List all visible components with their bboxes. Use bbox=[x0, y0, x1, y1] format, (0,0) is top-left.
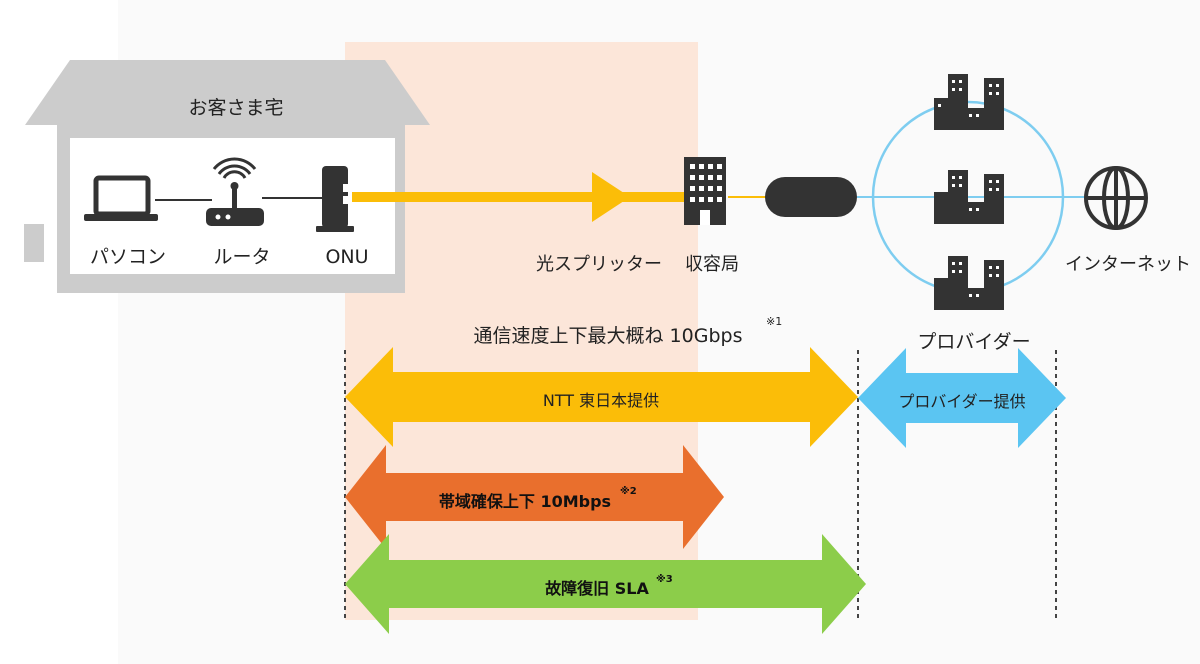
pc-label: パソコン bbox=[90, 246, 166, 268]
provider-arrow-label: プロバイダー提供 bbox=[898, 392, 1025, 411]
fiber-line bbox=[352, 192, 697, 202]
fiber-arrowhead bbox=[592, 172, 630, 222]
sla-arrow-label: 故障復旧 SLA bbox=[545, 579, 649, 598]
router-label: ルータ bbox=[213, 246, 270, 268]
house-side-block bbox=[24, 224, 44, 262]
provider-arrow bbox=[858, 348, 1066, 448]
internet-label: インターネット bbox=[1065, 254, 1191, 275]
sla-note: ※3 bbox=[656, 573, 673, 585]
speed-note: ※1 bbox=[766, 315, 782, 328]
ntt-arrow bbox=[345, 347, 858, 447]
house-roof bbox=[25, 60, 430, 125]
laptop-icon bbox=[84, 175, 158, 221]
globe-icon bbox=[1084, 166, 1148, 230]
bandwidth-note: ※2 bbox=[620, 485, 637, 497]
splitter-label: 光スプリッター bbox=[536, 254, 662, 275]
house-title: お客さま宅 bbox=[188, 97, 283, 119]
router-icon bbox=[206, 157, 264, 226]
onu-label: ONU bbox=[325, 246, 368, 268]
provider-building-icon-bottom bbox=[934, 256, 1004, 310]
bandwidth-arrow-label: 帯域確保上下 10Mbps bbox=[439, 492, 611, 511]
network-switch-icon bbox=[765, 177, 857, 217]
onu-icon bbox=[316, 166, 354, 232]
speed-text: 通信速度上下最大概ね 10Gbps bbox=[474, 325, 743, 347]
provider-label: プロバイダー bbox=[917, 331, 1030, 353]
sla-arrow bbox=[345, 534, 866, 634]
office-label: 収容局 bbox=[685, 254, 739, 275]
provider-building-icon-middle bbox=[934, 170, 1004, 224]
office-building-icon bbox=[684, 157, 726, 225]
ntt-arrow-label: NTT 東日本提供 bbox=[543, 391, 659, 410]
bandwidth-arrow bbox=[345, 445, 724, 549]
provider-building-icon-top bbox=[934, 74, 1004, 130]
